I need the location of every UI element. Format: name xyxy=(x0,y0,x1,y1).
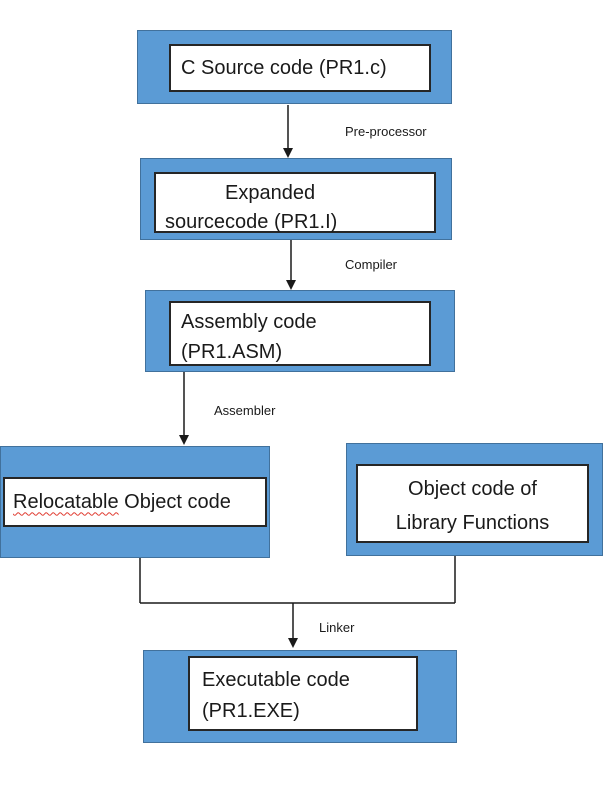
arrowhead-linker xyxy=(288,638,298,648)
node-expanded-sourcecode-label-line1: Expanded xyxy=(225,182,316,204)
misspelled-word: Relocatable xyxy=(13,490,119,513)
node-executable-code-label-line1: Executable code xyxy=(202,669,350,691)
node-library-object-code-label-line1: Object code of xyxy=(408,478,537,500)
node-c-source-code-label-box: C Source code (PR1.c) xyxy=(169,44,431,92)
node-assembly-code-label-line1: Assembly code xyxy=(181,311,317,333)
edge-label-preprocessor: Pre-processor xyxy=(345,124,427,139)
node-c-source-code-label: C Source code (PR1.c) xyxy=(181,56,387,79)
node-relocatable-object-code-label: Relocatable Object code xyxy=(13,488,265,517)
node-executable-code-label-line2: (PR1.EXE) xyxy=(202,700,300,722)
arrowhead-compiler xyxy=(286,280,296,290)
node-expanded-sourcecode-label-line2: sourcecode (PR1.I) xyxy=(165,211,338,233)
node-relocatable-object-code: Relocatable Object code xyxy=(0,446,270,558)
node-expanded-sourcecode: Expanded sourcecode (PR1.I) xyxy=(140,158,452,240)
node-expanded-sourcecode-label-box: Expanded sourcecode (PR1.I) xyxy=(154,172,436,233)
node-library-object-code-label-box: Object code of Library Functions xyxy=(356,464,589,543)
node-library-object-code: Object code of Library Functions xyxy=(346,443,603,556)
arrowhead-assembler xyxy=(179,435,189,445)
node-library-object-code-label-line2: Library Functions xyxy=(395,512,550,534)
node-c-source-code: C Source code (PR1.c) xyxy=(137,30,452,104)
node-executable-code-label-box: Executable code (PR1.EXE) xyxy=(188,656,418,731)
label-rest: Object code xyxy=(118,490,231,513)
node-assembly-code: Assembly code (PR1.ASM) xyxy=(145,290,455,372)
edge-label-linker: Linker xyxy=(319,620,355,635)
arrowhead-preprocessor xyxy=(283,148,293,158)
node-relocatable-object-code-label-box: Relocatable Object code xyxy=(3,477,267,527)
edge-label-assembler: Assembler xyxy=(214,403,276,418)
node-executable-code: Executable code (PR1.EXE) xyxy=(143,650,457,743)
edge-label-compiler: Compiler xyxy=(345,257,398,272)
node-assembly-code-label-line2: (PR1.ASM) xyxy=(181,341,283,363)
node-assembly-code-label-box: Assembly code (PR1.ASM) xyxy=(169,301,431,366)
